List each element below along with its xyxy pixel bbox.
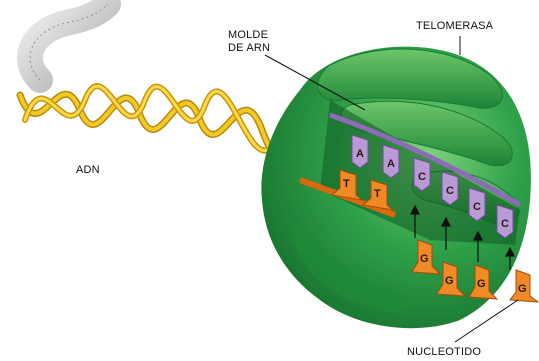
nucleotide-base-label: G [518,283,527,295]
rna-template-label-line2: DE ARN [228,42,270,55]
rna-template-label: MOLDE DE ARN [228,29,270,55]
nucleotide-base-label: G [477,278,486,290]
rna-template-label-line1: MOLDE [228,29,270,42]
rna-base-label: A [387,158,395,170]
rna-base-label: C [446,185,454,197]
incoming-nucleotide: G [510,270,538,302]
rna-base-label: C [473,201,481,213]
dna-base-label: T [343,178,350,190]
rna-base: C [497,205,513,238]
dna-label: ADN [76,164,100,177]
nucleotide-base-label: G [420,253,429,265]
chromatin-coil [30,4,108,80]
telomerase-label: TELOMERASA [416,20,493,33]
rna-base: C [469,188,485,221]
rna-base-label: C [501,218,509,230]
rna-base: C [442,172,458,205]
rna-base-label: A [356,148,364,160]
rna-base: C [414,158,430,191]
dna-base-label: T [374,188,381,200]
rna-base: A [383,145,399,178]
nucleotide-label: NUCLEOTIDO [407,346,481,359]
rna-base-label: C [418,171,426,183]
rna-base: A [352,135,368,168]
nucleotide-base-label: G [445,275,454,287]
